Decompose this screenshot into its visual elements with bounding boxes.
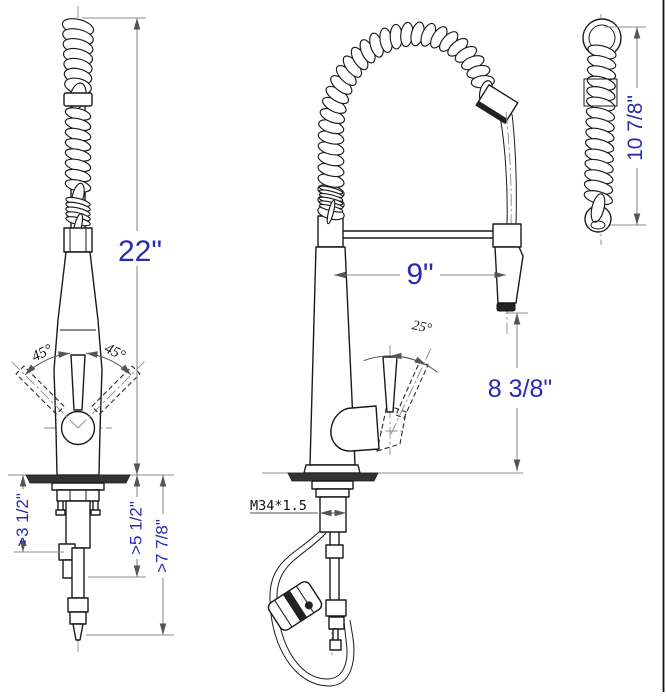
base-flare — [303, 464, 361, 474]
handle-front — [70, 354, 86, 411]
hose-sleeve — [583, 78, 618, 107]
hose-detail-view: 10 7/8" — [582, 14, 647, 245]
spring-collar — [63, 92, 93, 107]
front-dimensions: 22" >3 1/2" >5 1/2" >7 7/8" — [13, 17, 174, 636]
lock-nut — [311, 480, 354, 490]
supply-end-cap — [329, 639, 342, 651]
handle-left-position — [15, 365, 65, 415]
threaded-shank-side — [319, 496, 347, 533]
threaded-shank-front — [65, 500, 91, 549]
mounting-flange — [51, 482, 105, 491]
side-view: 25° — [250, 21, 552, 687]
hose-fitting-a — [67, 597, 89, 613]
supply-hex-fitting — [325, 599, 347, 617]
deck-plate-front — [25, 474, 131, 484]
supply-tube-front — [71, 547, 85, 599]
pulldown-hose — [269, 530, 355, 687]
valve-housing — [330, 405, 380, 452]
dim-handle-swing-right: 45° — [102, 341, 128, 365]
hose-end-tip — [72, 623, 84, 641]
front-view: 45° 45° 22" — [8, 6, 174, 655]
handle-right-position — [91, 365, 141, 415]
deck-plate-side — [287, 472, 379, 482]
tube-clip — [325, 544, 344, 559]
spout-body — [53, 227, 103, 476]
dim-clearance-outlet: >5 1/2" — [127, 501, 146, 555]
side-dimensions: 9" 8 3/8" M34*1.5 — [250, 258, 552, 517]
handle-side — [382, 356, 398, 413]
spray-hose-tube — [499, 115, 508, 225]
spray-head — [494, 246, 524, 304]
dim-spout-reach: 9" — [406, 258, 433, 291]
spout-spring — [61, 18, 95, 239]
hose-weight — [267, 581, 323, 631]
dim-handle-swing-left: 45° — [29, 342, 55, 366]
dim-spout-height: 8 3/8" — [488, 375, 552, 403]
dim-handle-tilt: 25° — [411, 318, 434, 337]
detail-dimension: 10 7/8" — [604, 26, 647, 226]
under-deck-front — [51, 482, 105, 641]
housing-tilted-position — [376, 404, 407, 452]
dim-clearance-shank: >3 1/2" — [13, 493, 32, 547]
supply-fitting — [328, 616, 345, 630]
handle-tilt-indicator: 25° — [363, 318, 438, 373]
mounting-nut — [56, 489, 100, 502]
hose-fitting-b — [69, 611, 87, 625]
lock-washer — [315, 488, 350, 498]
dim-overall-height: 22" — [118, 235, 162, 268]
spray-holder — [492, 223, 522, 248]
dim-spring-hose-length: 10 7/8" — [624, 95, 647, 161]
handle-tilted-position — [395, 360, 429, 419]
spout-neck — [63, 227, 93, 253]
spring-arch — [317, 21, 495, 225]
spray-nozzle — [496, 302, 516, 312]
dim-mounting-thread: M34*1.5 — [250, 498, 307, 514]
dim-clearance-hose: >7 7/8" — [153, 519, 172, 573]
